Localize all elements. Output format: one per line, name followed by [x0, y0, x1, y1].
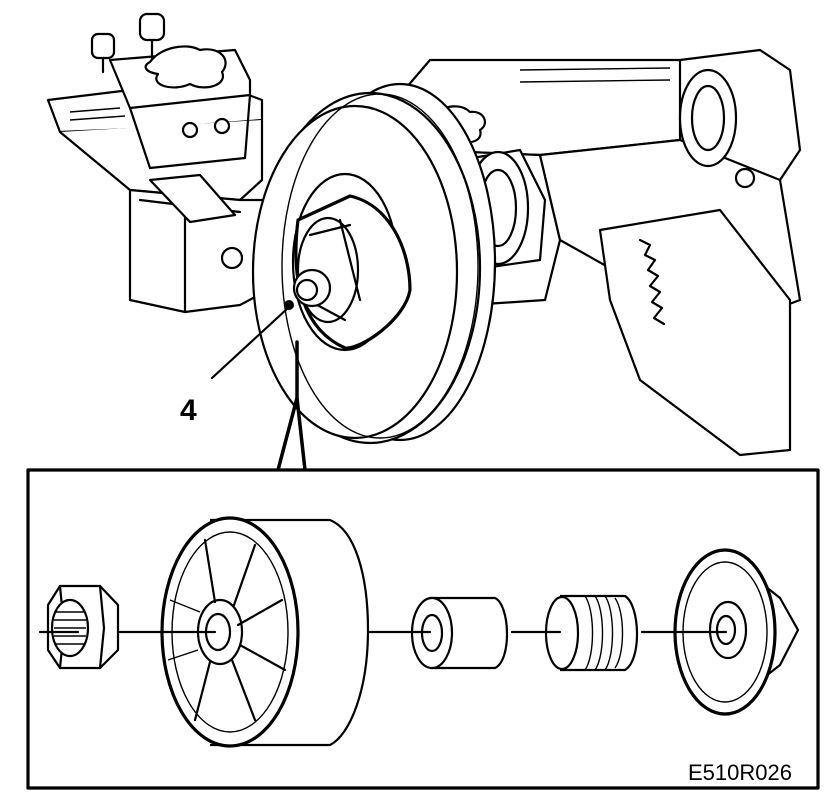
- detail-connector: [276, 340, 307, 472]
- threaded-bush: [544, 594, 639, 672]
- callout-label: 4: [180, 394, 197, 427]
- hex-nut: [46, 584, 120, 670]
- spindle-housing: [398, 48, 802, 457]
- callout-4: 4: [180, 306, 290, 427]
- machine-illustration: 4: [46, 12, 802, 472]
- figure-code: E510R026: [688, 760, 792, 785]
- spacer-sleeve: [410, 596, 509, 670]
- detail-box: E510R026: [26, 468, 820, 790]
- brake-disc: [251, 82, 497, 445]
- clamp-assembly: [46, 12, 270, 314]
